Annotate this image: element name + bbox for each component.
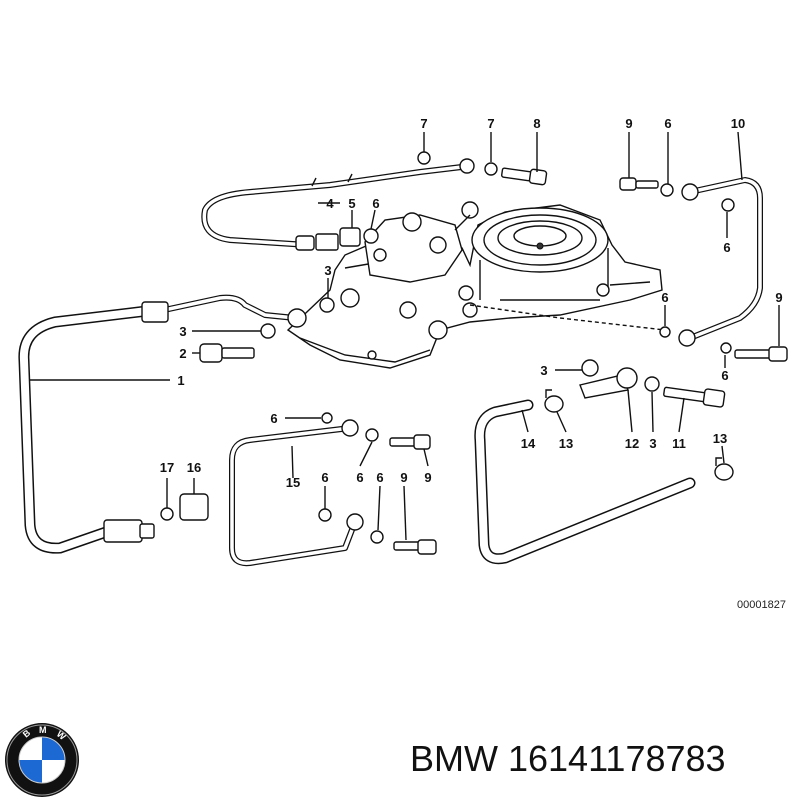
washer-3-far [644, 376, 660, 392]
clamp-13b [714, 457, 734, 481]
callout-6g: 6 [321, 470, 328, 485]
callout-9b: 9 [775, 290, 782, 305]
leader-lines [30, 131, 780, 541]
part-caption: BMW 16141178783 [410, 738, 726, 779]
regulator-housing [286, 201, 663, 369]
washer-6-d [370, 530, 384, 544]
washer-6-top [660, 183, 674, 197]
top-right-bolt-9 [619, 177, 659, 191]
callout-6f: 6 [270, 411, 277, 426]
hose-1 [18, 294, 307, 554]
callout-6i: 6 [376, 470, 383, 485]
callout-4: 4 [326, 196, 334, 211]
break-marks [311, 173, 353, 187]
callout-13b: 13 [713, 431, 727, 446]
washer-7b [484, 162, 498, 176]
washer-6-right [721, 198, 735, 212]
bolt-9-right [734, 346, 788, 362]
bolt-9-mid [389, 434, 431, 450]
banjo-bolt-8 [501, 167, 548, 186]
svg-text:M: M [39, 725, 47, 735]
callout-6e: 6 [721, 368, 728, 383]
callout-12: 12 [625, 436, 639, 451]
callout-3c: 3 [540, 363, 547, 378]
washer-6-b [365, 428, 379, 442]
nut-16 [179, 493, 209, 521]
line-4 [201, 158, 475, 251]
callout-14: 14 [521, 436, 536, 451]
callout-9c: 9 [424, 470, 431, 485]
bmw-logo: B M W [5, 723, 79, 797]
callout-6b: 6 [372, 196, 379, 211]
callout-3a: 3 [324, 263, 331, 278]
callout-16: 16 [187, 460, 201, 475]
fitting-5 [339, 227, 361, 247]
reference-number: 00001827 [737, 599, 786, 611]
washer-3-right [581, 359, 599, 377]
callout-6a: 6 [664, 116, 671, 131]
callout-7b: 7 [487, 116, 494, 131]
washer-17 [160, 507, 174, 521]
clamp-13a [544, 389, 564, 413]
callout-13a: 13 [559, 436, 573, 451]
callout-3d: 3 [649, 436, 656, 451]
svg-text:B: B [21, 727, 33, 739]
washer-3-left [260, 323, 276, 339]
callout-3b: 3 [179, 324, 186, 339]
callout-6h: 6 [356, 470, 363, 485]
line-10 [678, 177, 763, 347]
callout-1: 1 [177, 373, 184, 388]
washer-6-c [318, 508, 332, 522]
callout-8: 8 [533, 116, 540, 131]
callout-5: 5 [348, 196, 355, 211]
washer-6-upper [363, 228, 379, 244]
callout-15: 15 [286, 475, 300, 490]
banjo-12 [579, 367, 638, 399]
callout-labels: 7 7 8 9 6 10 4 5 6 6 3 6 9 3 2 1 6 3 6 1… [160, 116, 783, 490]
leader-dashed [469, 304, 666, 331]
washer-3-upper [319, 297, 335, 313]
callout-17: 17 [160, 460, 174, 475]
hose-14 [474, 399, 696, 565]
line-15 [229, 419, 364, 567]
bolt-9-low [393, 539, 437, 555]
callout-9d: 9 [400, 470, 407, 485]
callout-2: 2 [179, 346, 186, 361]
washer-6-low [720, 342, 732, 354]
washer-7a [417, 151, 431, 165]
callout-6c: 6 [723, 240, 730, 255]
banjo-bolt-2 [199, 343, 255, 363]
washer-6-a [321, 412, 333, 424]
callout-6d: 6 [661, 290, 668, 305]
bolt-11 [663, 386, 726, 408]
washer-6-mid [659, 326, 671, 338]
callout-9a: 9 [625, 116, 632, 131]
callout-11: 11 [672, 436, 686, 451]
callout-10: 10 [731, 116, 745, 131]
callout-7a: 7 [420, 116, 427, 131]
